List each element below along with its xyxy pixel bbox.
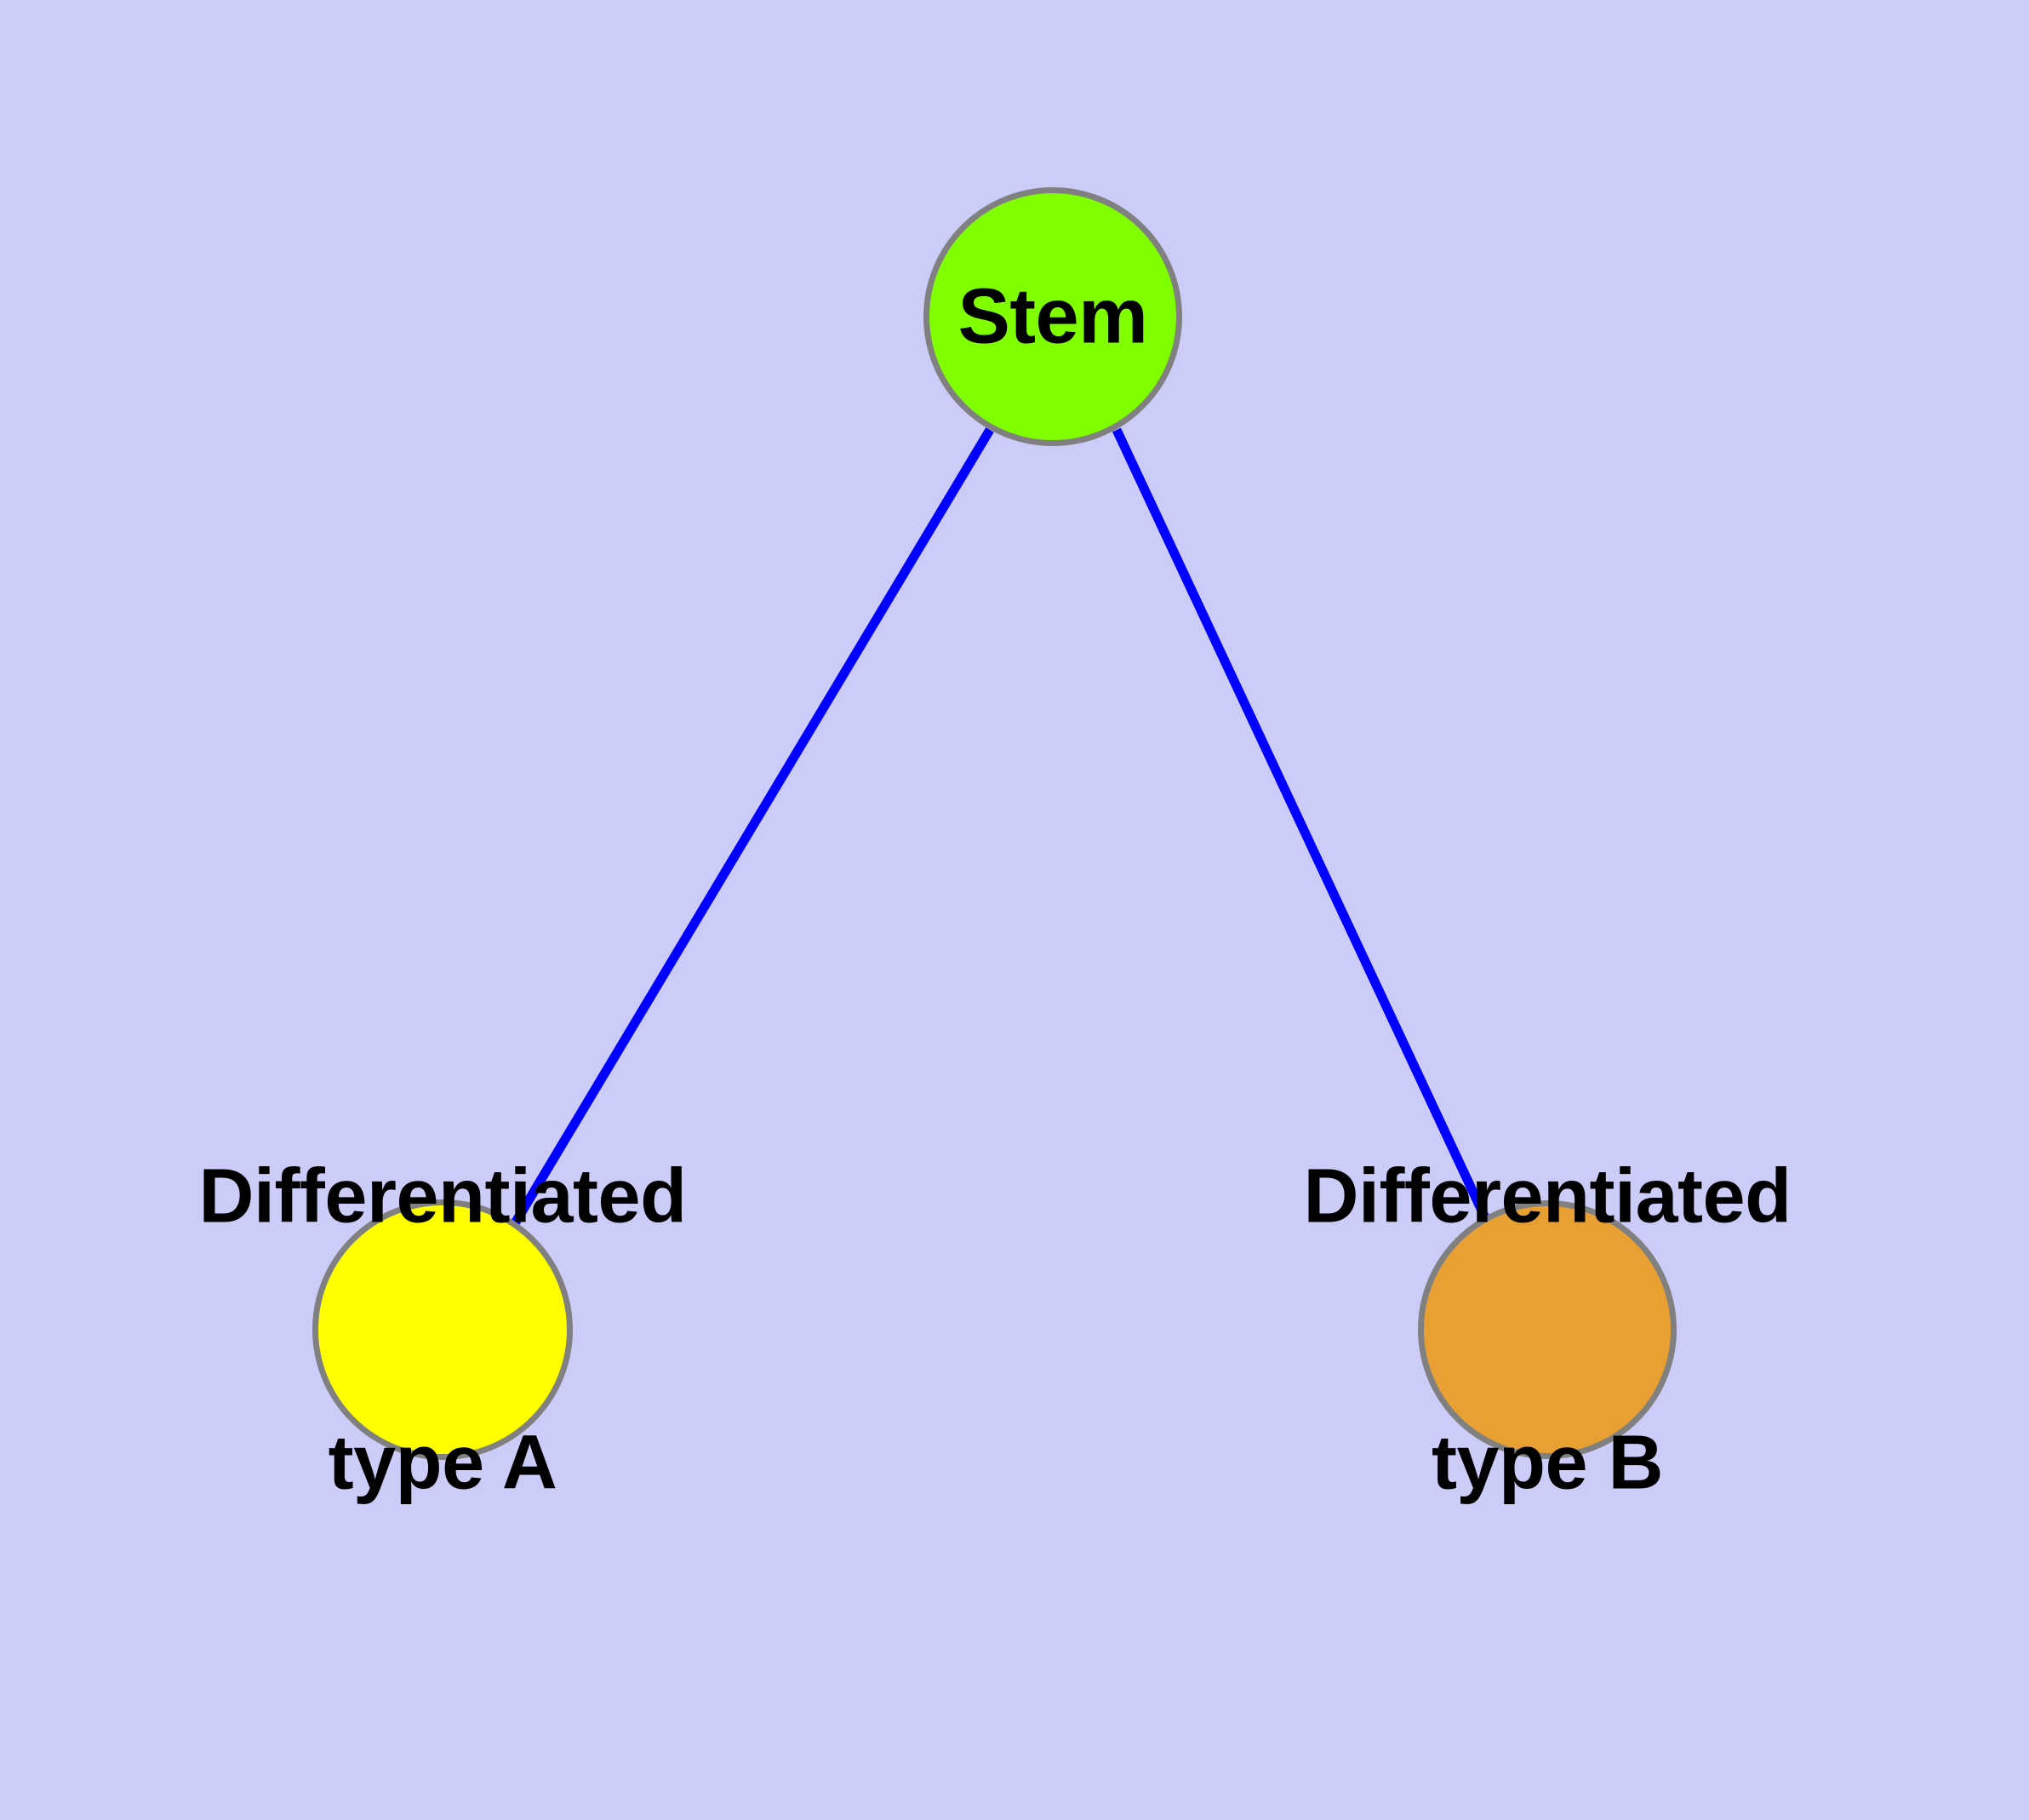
edge-stem-to-differentiated-type-b[interactable] [1112,427,1492,1226]
edges-group [511,427,1492,1226]
edge-stem-to-differentiated-type-a[interactable] [511,427,994,1226]
nodes-group [312,187,1677,1460]
node-differentiated-type-b[interactable] [1418,1200,1677,1459]
node-stem[interactable] [923,187,1182,446]
node-differentiated-type-a[interactable] [312,1199,573,1460]
